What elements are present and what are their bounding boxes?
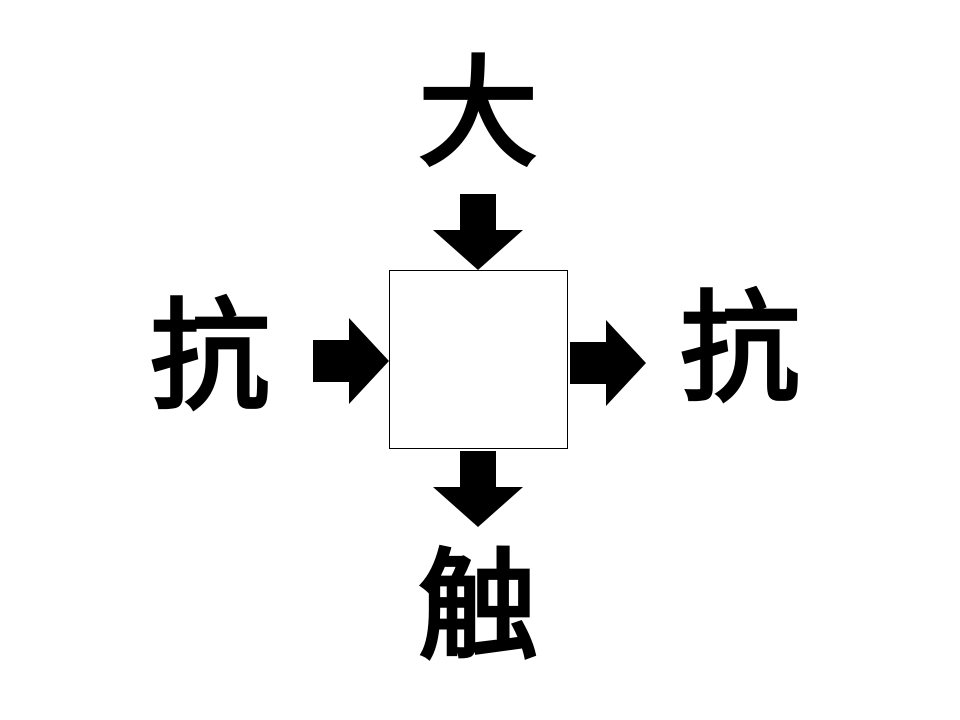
arrow-down-icon — [433, 451, 523, 527]
arrow-right-icon — [570, 320, 646, 406]
right-kanji: 抗 — [680, 280, 800, 419]
left-kanji: 抗 — [150, 288, 270, 427]
top-kanji: 大 — [418, 45, 538, 184]
arrow-right-icon — [313, 318, 389, 404]
answer-box[interactable] — [389, 270, 568, 449]
bottom-kanji: 触 — [418, 538, 538, 677]
arrow-down-icon — [433, 194, 523, 270]
